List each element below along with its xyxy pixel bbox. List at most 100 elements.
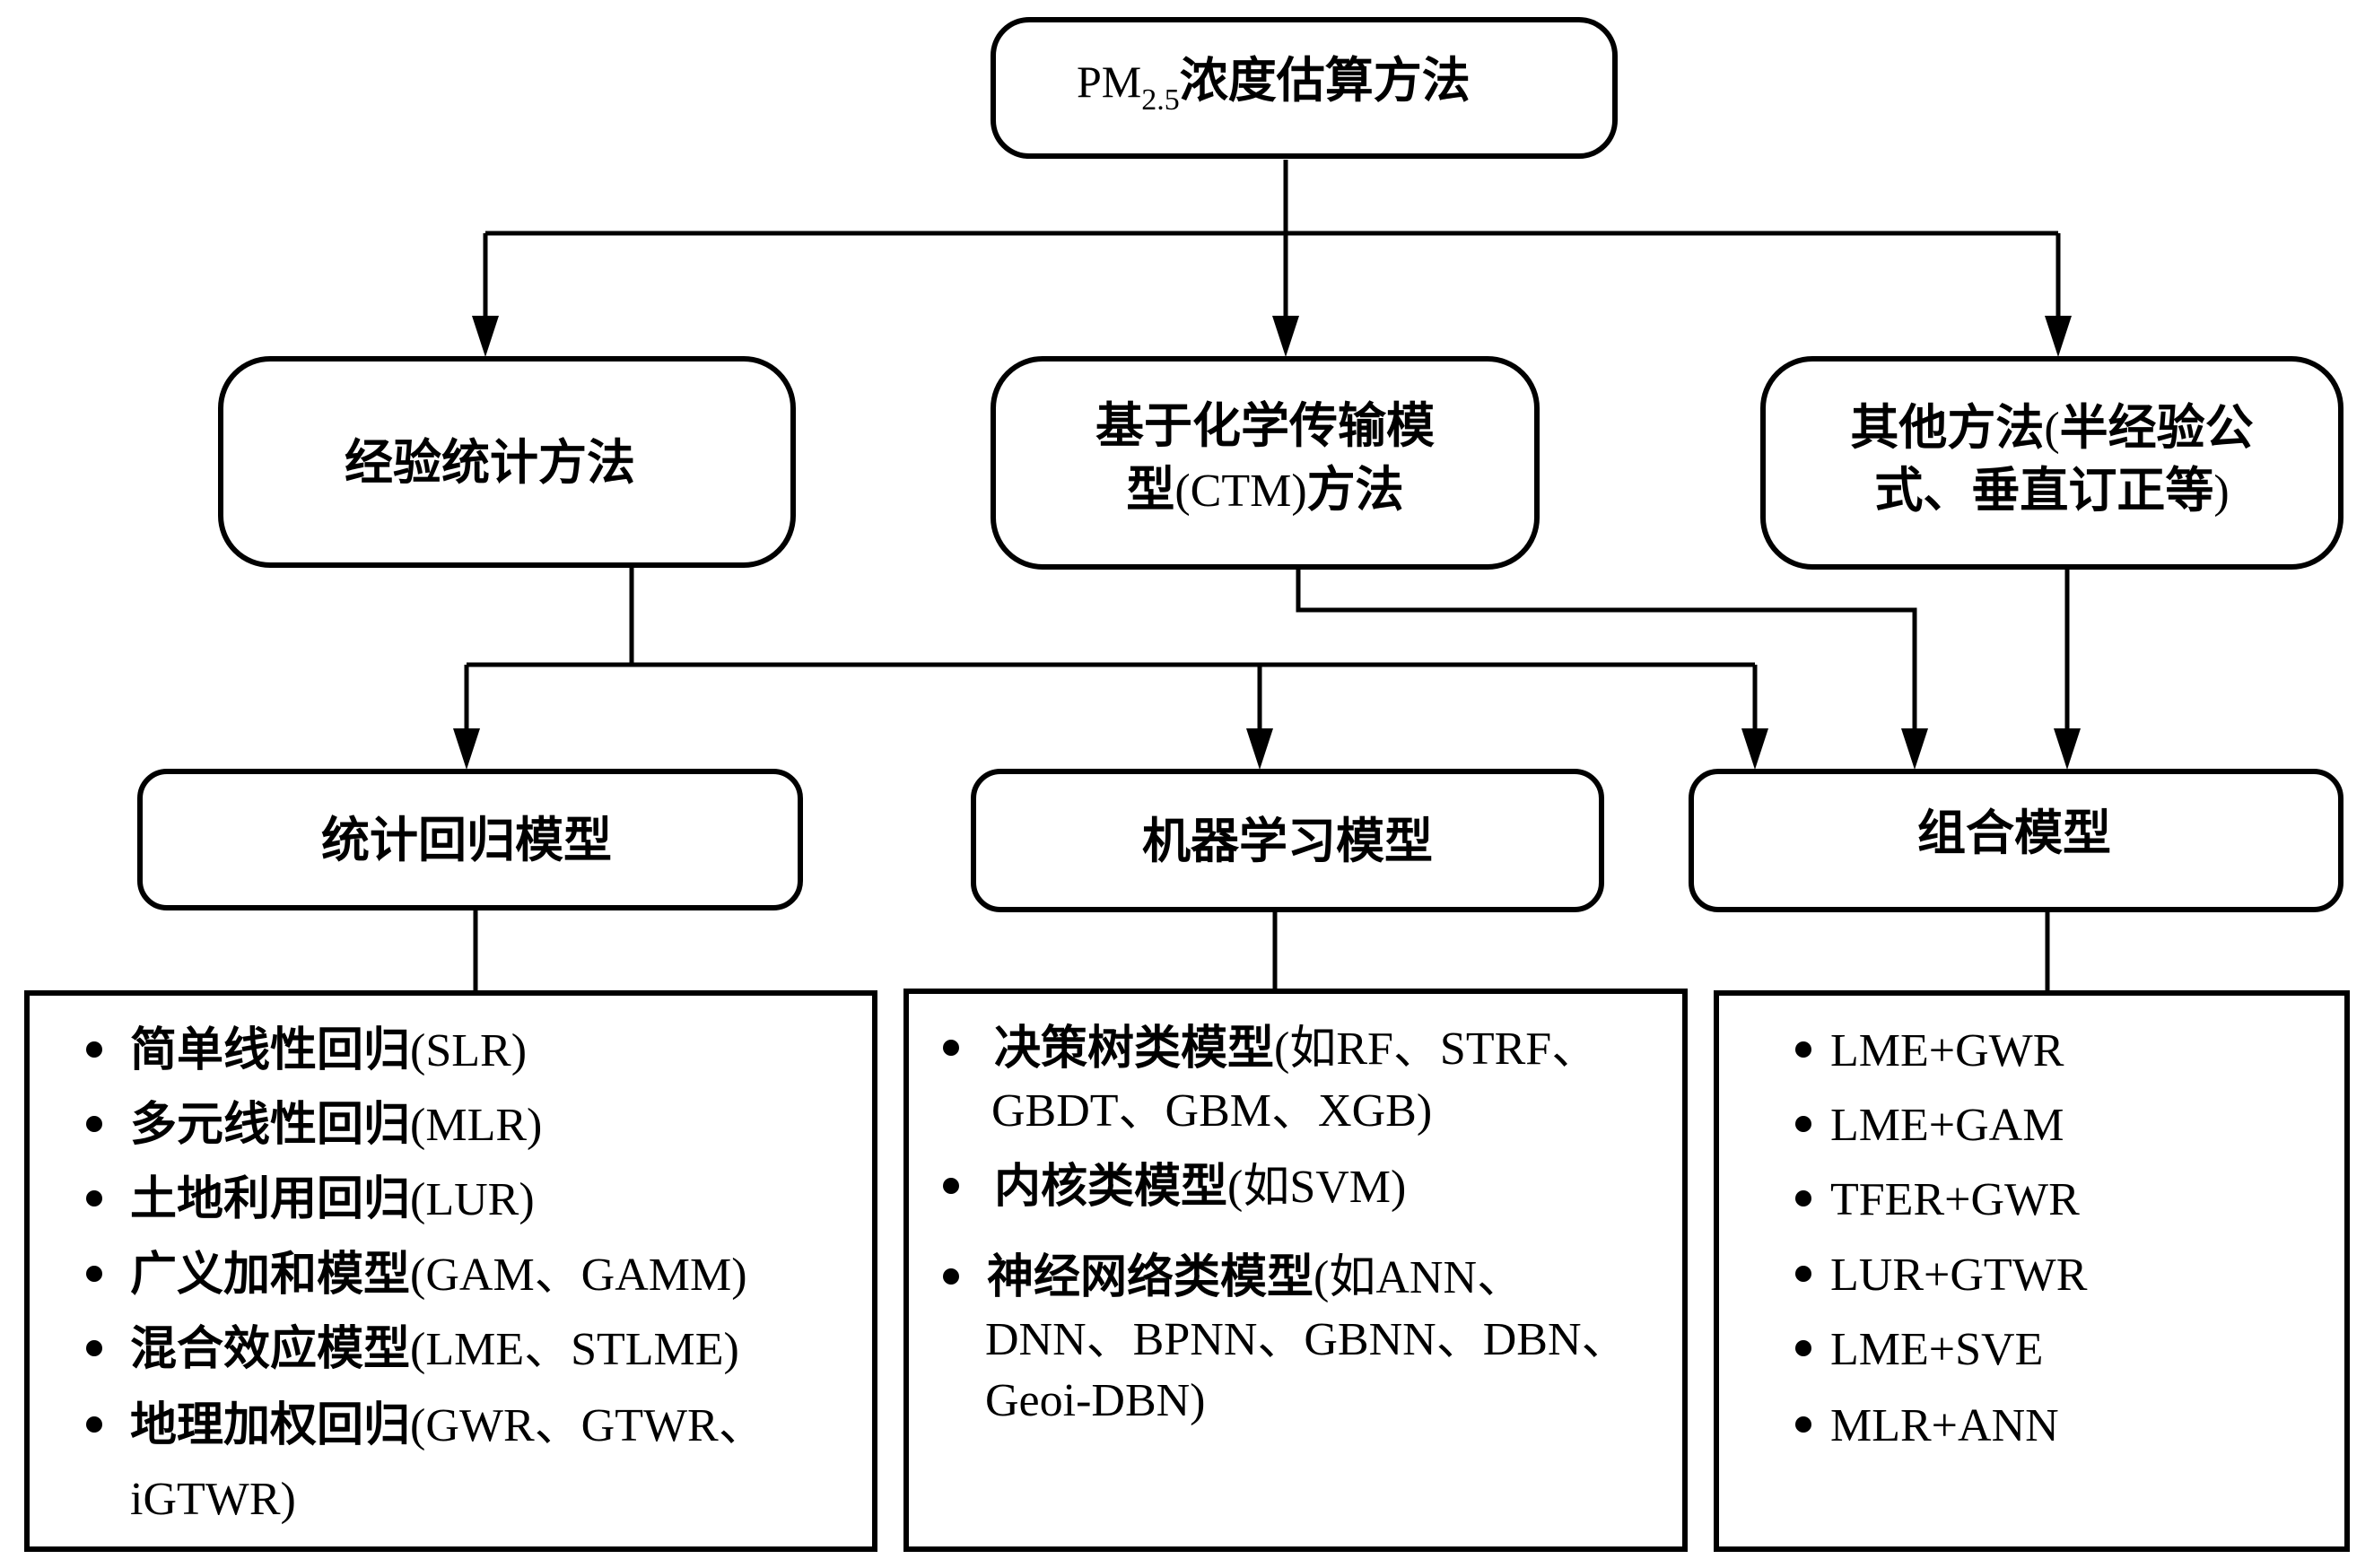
list-item: 神经网络类模型(如ANN、 DNN、BPNN、GBNN、DBN、 Geoi-DB… (943, 1250, 1628, 1426)
regression-node: 统计回归模型 (137, 769, 803, 910)
bullet-icon (86, 1041, 102, 1058)
bullet-icon (1795, 1041, 1811, 1058)
other-box (1760, 356, 2343, 570)
ctm-label-line2-cn: 型 (1126, 461, 1174, 518)
list-item-text: LUR+GTWR (1830, 1250, 2088, 1301)
list-item-cn: 多元线性回归 (130, 1098, 410, 1152)
ctm-label-line2: 型(CTM)方法 (1126, 461, 1403, 518)
root-title-prefix: PM (1077, 57, 1141, 107)
bullet-icon (86, 1190, 102, 1206)
list-item: 多元线性回归(MLR) (86, 1098, 542, 1152)
list-item: TFER+GWR (1795, 1174, 2080, 1225)
list-item: LME+GWR (1795, 1025, 2064, 1076)
root-title-suffix: 浓度估算方法 (1180, 52, 1471, 109)
combined-list: LME+GWR LME+GAM TFER+GWR LUR+GTWR LME+SV… (1714, 990, 2350, 1552)
bullet-icon (86, 1416, 102, 1433)
empirical-label: 经验统计方法 (345, 434, 635, 491)
arrow-ml (1246, 728, 1273, 770)
other-node: 其他方法(半经验公 式、垂直订正等) (1760, 356, 2343, 570)
list-item-cn: 地理加权回归 (130, 1398, 410, 1452)
list-item-latin: (SLR) (410, 1025, 527, 1076)
combined-label: 组合模型 (1917, 805, 2111, 861)
list-item-cn: 神经网络类模型 (987, 1250, 1314, 1304)
other-label-line2-latin: ) (2213, 466, 2229, 518)
ml-list-box (903, 989, 1688, 1552)
bullet-icon (1795, 1190, 1811, 1206)
list-item-text: 广义加和模型(GAM、GAMM) (130, 1248, 747, 1302)
list-item-text: 多元线性回归(MLR) (130, 1098, 542, 1152)
regression-box (137, 769, 803, 910)
bullet-icon (1795, 1416, 1811, 1433)
list-item-text: 简单线性回归(SLR) (130, 1024, 527, 1077)
bullet-icon (1795, 1340, 1811, 1356)
regression-list-box (24, 990, 877, 1552)
list-item: 简单线性回归(SLR) (86, 1024, 527, 1077)
root-title: PM2.5浓度估算方法 (1077, 52, 1471, 117)
combined-box (1689, 769, 2343, 912)
other-label-line1-cn: 其他方法 (1850, 399, 2044, 456)
ml-list: 决策树类模型(如RF、STRF、 GBDT、GBM、XGB) 内核类模型(如SV… (903, 989, 1688, 1552)
list-item-latin: (GWR、GTWR、 (410, 1400, 765, 1451)
root-title-subscript: 2.5 (1141, 83, 1180, 117)
list-item-text: MLR+ANN (1830, 1400, 2059, 1451)
combined-list-box (1714, 990, 2350, 1552)
connector-ctm-to-combined (1296, 569, 1917, 736)
list-item: MLR+ANN (1795, 1400, 2059, 1451)
list-item-cn: 决策树类模型 (994, 1022, 1274, 1076)
list-item: 内核类模型(如SVM) (943, 1160, 1406, 1214)
list-item: LME+GAM (1795, 1100, 2064, 1151)
list-item-latin: (LME、STLME) (410, 1324, 739, 1375)
list-item-cn: 广义加和模型 (130, 1248, 410, 1302)
list-item-text: LME+SVE (1830, 1324, 2043, 1375)
list-item-latin: (MLR) (410, 1100, 542, 1151)
arrow-other (2045, 316, 2072, 357)
list-item-text: 地理加权回归(GWR、GTWR、 (130, 1398, 765, 1452)
list-item-latin: (GAM、GAMM) (410, 1250, 747, 1301)
ml-list-items: 决策树类模型(如RF、STRF、 GBDT、GBM、XGB) 内核类模型(如SV… (943, 1022, 1628, 1426)
list-item-text: LME+GWR (1830, 1025, 2064, 1076)
list-item-latin: (LUR) (410, 1174, 535, 1225)
list-item-latin: (如RF、STRF、 (1274, 1024, 1598, 1075)
regression-list: 简单线性回归(SLR) 多元线性回归(MLR) 土地利用回归(LUR) 广义加和… (24, 990, 877, 1552)
list-item-cn: 混合效应模型 (130, 1322, 410, 1376)
arrow-regression (453, 728, 480, 770)
ml-label: 机器学习模型 (1142, 813, 1433, 869)
root-node: PM2.5浓度估算方法 (991, 17, 1618, 159)
regression-label: 统计回归模型 (321, 812, 612, 868)
list-item: 混合效应模型(LME、STLME) (86, 1322, 739, 1376)
regression-list-items: 简单线性回归(SLR) 多元线性回归(MLR) 土地利用回归(LUR) 广义加和… (86, 1024, 765, 1525)
list-item-text: LME+GAM (1830, 1100, 2064, 1151)
other-label-line2-cn: 式、垂直订正等 (1874, 462, 2213, 518)
other-label-line1-cn2: 半经验公 (2060, 399, 2254, 456)
arrow-combined-empirical (1741, 728, 1768, 770)
empirical-box (218, 356, 796, 568)
ctm-box (991, 356, 1540, 570)
bullet-icon (943, 1040, 959, 1056)
list-item-continuation: DNN、BPNN、GBNN、DBN、 (985, 1314, 1628, 1365)
bullet-icon (1795, 1116, 1811, 1132)
list-item-cn: 简单线性回归 (130, 1024, 410, 1077)
arrow-ctm (1272, 316, 1299, 357)
list-item-continuation: Geoi-DBN) (985, 1375, 1206, 1426)
ml-box (971, 769, 1604, 912)
list-item: 地理加权回归(GWR、GTWR、 iGTWR) (86, 1398, 765, 1525)
list-item-latin: (如SVM) (1227, 1162, 1406, 1213)
arrow-combined-ctm (1901, 728, 1928, 770)
ctm-label-line2-latin: (CTM) (1174, 466, 1306, 517)
arrow-empirical (472, 316, 499, 357)
root-box (991, 17, 1618, 159)
bullet-icon (1795, 1266, 1811, 1282)
other-label-line1: 其他方法(半经验公 (1850, 399, 2253, 456)
bullet-icon (86, 1116, 102, 1132)
combined-node: 组合模型 (1689, 769, 2343, 912)
list-item-latin: (如ANN、 (1314, 1252, 1523, 1303)
list-item-text: 决策树类模型(如RF、STRF、 (994, 1022, 1598, 1076)
list-item-cn: 内核类模型 (994, 1160, 1227, 1214)
ml-node: 机器学习模型 (971, 769, 1604, 912)
list-item: 决策树类模型(如RF、STRF、 GBDT、GBM、XGB) (943, 1022, 1598, 1137)
other-label-line1-latin: ( (2044, 404, 2059, 455)
list-item-text: 混合效应模型(LME、STLME) (130, 1322, 739, 1376)
ctm-node: 基于化学传输模 型(CTM)方法 (991, 356, 1540, 570)
list-item: LME+SVE (1795, 1324, 2043, 1375)
